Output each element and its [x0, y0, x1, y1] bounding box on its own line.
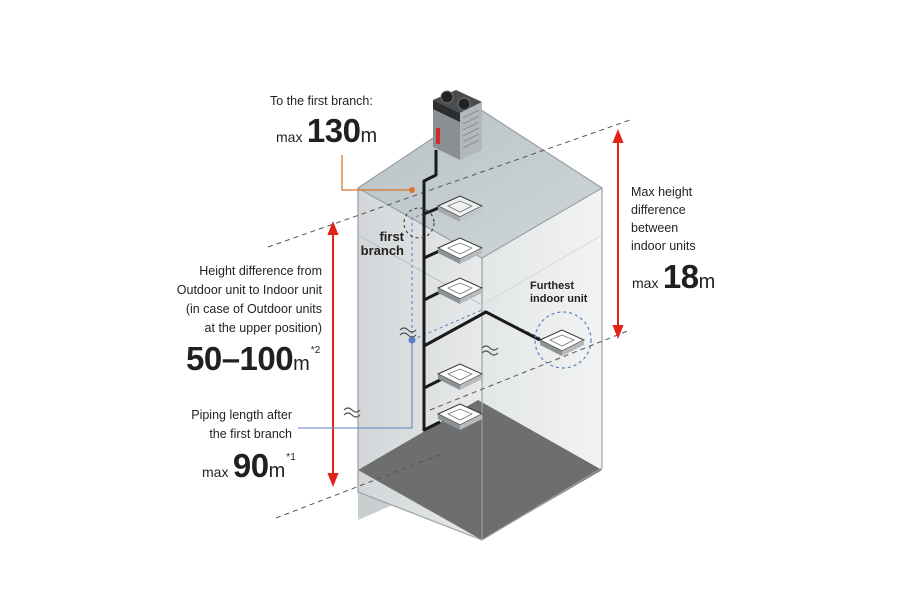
piping-length-value-label: max 90m*1 — [202, 449, 296, 482]
piping-length-prefix: max — [202, 464, 229, 480]
max-height-description: Max height difference between indoor uni… — [631, 183, 696, 255]
main-riser-pipe — [422, 150, 441, 432]
description-line: Height difference from — [199, 264, 322, 278]
description-line: difference — [631, 203, 686, 217]
floor-slab — [481, 234, 603, 306]
piping-length-value: 90 — [232, 447, 269, 484]
building — [357, 107, 603, 541]
first-branch-max-prefix: max — [276, 129, 303, 145]
first-branch-max-value: 130 — [306, 112, 361, 149]
description-line: Max height — [631, 185, 693, 199]
furthest-indoor-unit — [538, 329, 586, 356]
piping-length-footnote: *1 — [286, 452, 296, 463]
marker-line: first — [379, 229, 404, 244]
fan-icon — [440, 90, 454, 104]
long-branch-pipe — [423, 310, 541, 348]
break-symbol — [481, 345, 499, 356]
indoor-unit — [436, 277, 484, 304]
indoor-unit — [436, 403, 484, 430]
building-roof — [358, 108, 602, 258]
first-branch-max-unit: m — [360, 125, 378, 147]
indoor-unit — [436, 237, 484, 264]
description-line: (in case of Outdoor units — [185, 302, 322, 316]
marker-line: branch — [360, 243, 404, 258]
max-height-value: 18 — [662, 258, 699, 295]
description-line: indoor units — [631, 239, 696, 253]
height-difference-unit: m — [293, 353, 310, 375]
first-branch-callout-line — [341, 155, 412, 191]
indoor-units — [436, 195, 586, 430]
indoor-unit — [436, 363, 484, 390]
max-height-unit: m — [698, 271, 716, 293]
description-line: Piping length after — [191, 408, 292, 422]
furthest-line: Furthest — [530, 280, 574, 292]
height-difference-value: 50–100 — [186, 340, 294, 377]
fan-icon — [457, 97, 471, 111]
first-branch-callout-dot — [409, 187, 415, 193]
furthest-line: indoor unit — [530, 293, 588, 305]
height-difference-description: Height difference from Outdoor unit to I… — [177, 262, 322, 338]
piping-callout-line — [298, 340, 413, 429]
height-difference-footnote: *2 — [310, 345, 321, 356]
first-branch-marker-label: first branch — [361, 230, 404, 258]
first-branch-max-label: max 130m — [276, 114, 377, 147]
description-line: Outdoor unit to Indoor unit — [176, 283, 322, 297]
indoor-unit — [436, 195, 484, 222]
description-line: between — [631, 221, 679, 235]
piping-dashed-route — [411, 207, 556, 346]
description-line: the first branch — [209, 427, 292, 441]
break-symbol — [343, 407, 361, 418]
max-height-prefix: max — [632, 275, 659, 291]
pipe-break-symbols — [343, 327, 499, 418]
furthest-unit-highlight-circle — [534, 311, 592, 369]
outdoor-unit — [433, 90, 482, 160]
max-height-value-label: max 18m — [632, 260, 715, 293]
height-difference-value-label: 50–100m*2 — [186, 342, 320, 375]
piping-length-unit: m — [268, 460, 286, 482]
first-branch-highlight-circle — [403, 207, 435, 239]
break-symbol — [399, 327, 417, 338]
furthest-unit-label: Furthest indoor unit — [530, 280, 587, 306]
description-line: at the upper position) — [204, 321, 322, 335]
piping-length-description: Piping length after the first branch — [191, 406, 292, 444]
bottom-reference-line — [275, 454, 441, 519]
first-branch-heading: To the first branch: — [270, 94, 373, 108]
